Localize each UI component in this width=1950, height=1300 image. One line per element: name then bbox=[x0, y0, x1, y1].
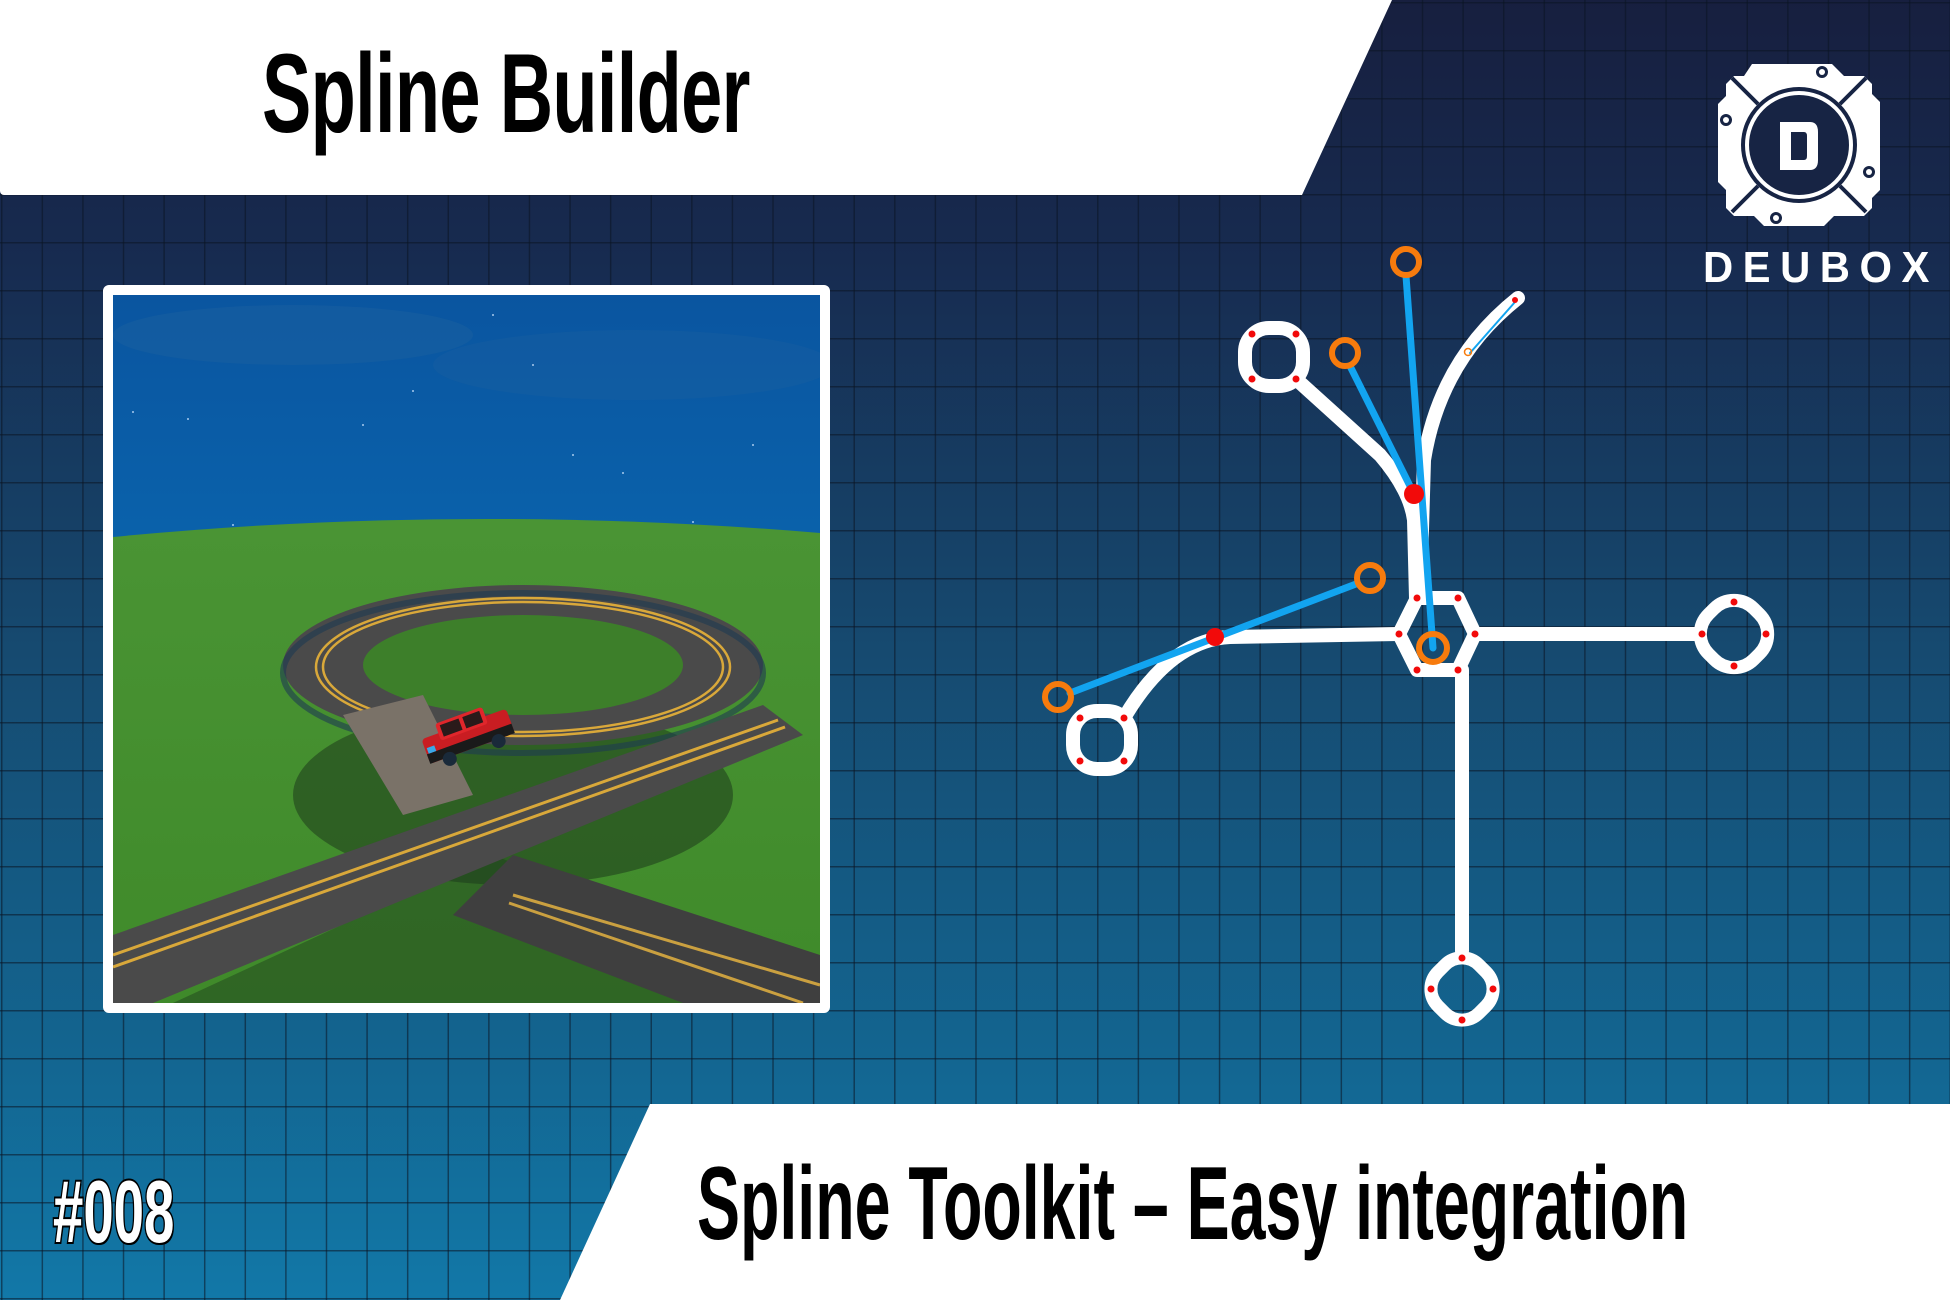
road-loop-scene bbox=[113, 295, 820, 1003]
red-car bbox=[422, 707, 515, 766]
subtitle-banner bbox=[560, 1104, 1950, 1300]
subtitle: Spline Toolkit – Easy integration bbox=[697, 1146, 1689, 1262]
brand-name: DEUBOX bbox=[1703, 243, 1939, 292]
episode-badge: #008 bbox=[52, 1162, 176, 1261]
preview-image bbox=[103, 285, 830, 1013]
title-banner bbox=[0, 0, 1392, 195]
page-title: Spline Builder bbox=[262, 31, 750, 156]
circuit-badge-icon bbox=[1718, 64, 1880, 226]
